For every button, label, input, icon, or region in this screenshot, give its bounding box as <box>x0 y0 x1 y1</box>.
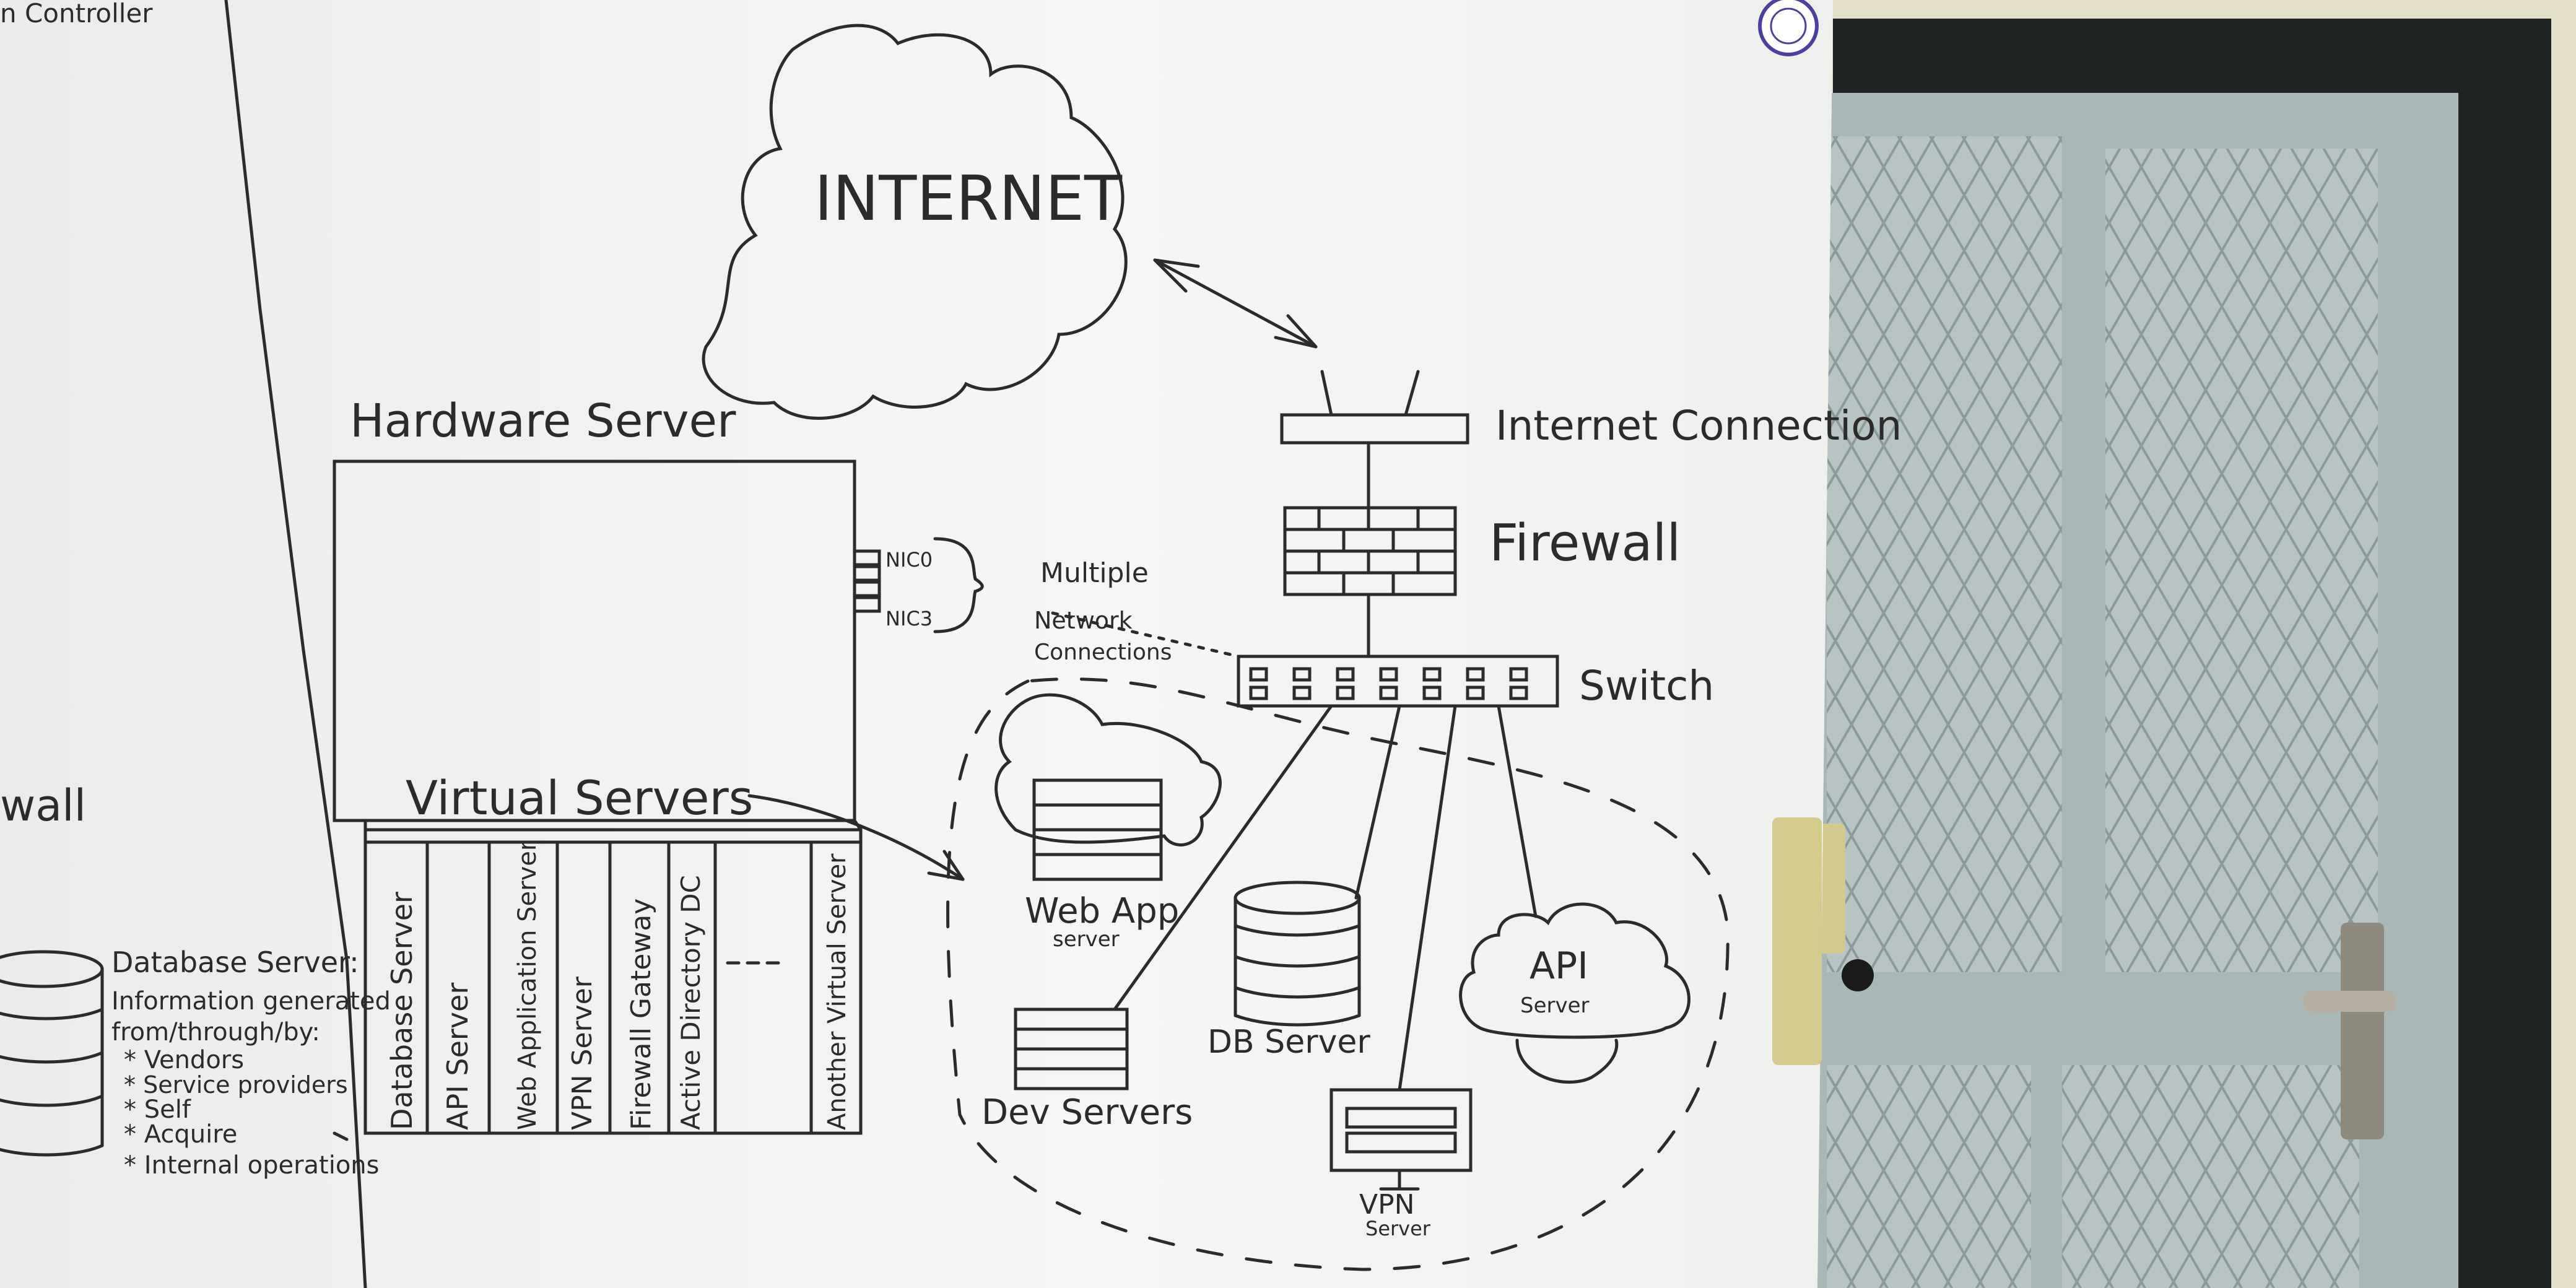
vm-database-server: Database Server <box>385 892 419 1130</box>
label-nic0: NIC0 <box>886 548 933 572</box>
firewall-icon <box>1283 506 1457 596</box>
note-line-4: * Service providers <box>124 1071 348 1099</box>
diagram-ink <box>0 0 1730 1288</box>
label-multiple: Multiple <box>1040 557 1149 589</box>
note-line-6: * Acquire <box>124 1120 237 1149</box>
mesh-window-left <box>1827 136 2062 972</box>
left-database-icon <box>0 950 102 1157</box>
label-web-app-server: server <box>1053 927 1120 952</box>
nic-brace <box>933 537 984 633</box>
vm-firewall-gateway: Firewall Gateway <box>625 899 657 1130</box>
link-db-server <box>1354 704 1401 900</box>
label-connections: Connections <box>1034 640 1172 665</box>
virtual-servers-box <box>363 828 863 1135</box>
door-handle-plate <box>2341 923 2384 1139</box>
virtual-arrow <box>747 794 965 881</box>
label-controller-fragment: n Controller <box>0 0 153 28</box>
internet-cloud <box>702 24 1128 420</box>
dev-servers-icon <box>1014 1007 1129 1090</box>
db-server-icon <box>1234 881 1361 1027</box>
board-bracket <box>1772 817 1822 1065</box>
diagram-labels: n Controller wall INTERNET Hardware Serv… <box>0 0 1902 1240</box>
label-vpn: VPN <box>1359 1189 1415 1221</box>
mesh-window-lower-right <box>2062 1065 2359 1288</box>
label-nic3: NIC3 <box>886 607 933 630</box>
mesh-window-right <box>2105 149 2378 972</box>
label-hardware-server: Hardware Server <box>350 394 736 448</box>
label-wall-fragment: wall <box>0 780 86 831</box>
label-firewall: Firewall <box>1489 514 1681 573</box>
web-app-cloud <box>994 693 1222 846</box>
label-switch: Switch <box>1579 662 1714 710</box>
note-line-3: * Vendors <box>124 1046 244 1074</box>
internet-link-arrow <box>1153 258 1318 349</box>
label-dev-servers: Dev Servers <box>981 1092 1193 1133</box>
board-knob <box>1842 959 1874 991</box>
label-vpn-server: Server <box>1365 1217 1431 1240</box>
note-line-1: Information generated <box>111 987 391 1016</box>
mesh-window-lower-left <box>1827 1065 2031 1288</box>
label-virtual-servers: Virtual Servers <box>406 770 753 825</box>
vpn-server-icon <box>1329 1088 1473 1191</box>
vm-web-application-server: Web Application Server <box>513 840 542 1130</box>
note-line-2: from/through/by: <box>111 1018 320 1046</box>
whiteboard-surface <box>0 0 1833 1288</box>
link-api-server <box>1497 704 1538 918</box>
label-api-server: Server <box>1520 993 1590 1018</box>
nic-dotted-link <box>1051 611 1240 658</box>
cluster-dashed-outline <box>946 677 1730 1271</box>
door-handle <box>2304 991 2396 1012</box>
note-title: Database Server: <box>111 946 359 979</box>
vm-api-server: API Server <box>441 983 474 1130</box>
left-divider-line <box>224 0 367 1288</box>
door-background <box>1790 0 2576 1288</box>
api-cloud <box>1459 902 1690 1039</box>
label-db-server: DB Server <box>1208 1024 1370 1061</box>
vm-vpn-server: VPN Server <box>567 976 598 1130</box>
gear-icon <box>1515 1038 1619 1084</box>
link-vpn-server <box>1398 704 1457 1092</box>
note-line-5: * Self <box>124 1095 191 1124</box>
label-internet-connection: Internet Connection <box>1495 402 1902 450</box>
magnet-badge-icon <box>1758 0 1819 56</box>
note-line-7: * Internal operations <box>124 1151 379 1180</box>
vm-active-directory: Active Directory DC <box>676 875 706 1130</box>
label-network: Network <box>1034 607 1133 634</box>
web-app-server-icon <box>1032 778 1163 881</box>
vm-another-virtual-server: Another Virtual Server <box>823 853 851 1130</box>
label-web-app: Web App <box>1025 891 1179 931</box>
label-internet: INTERNET <box>814 162 1123 235</box>
link-dev-servers <box>1113 704 1333 1011</box>
hardware-server-box <box>333 459 856 822</box>
router-icon <box>1280 413 1469 445</box>
label-api: API <box>1530 944 1588 988</box>
